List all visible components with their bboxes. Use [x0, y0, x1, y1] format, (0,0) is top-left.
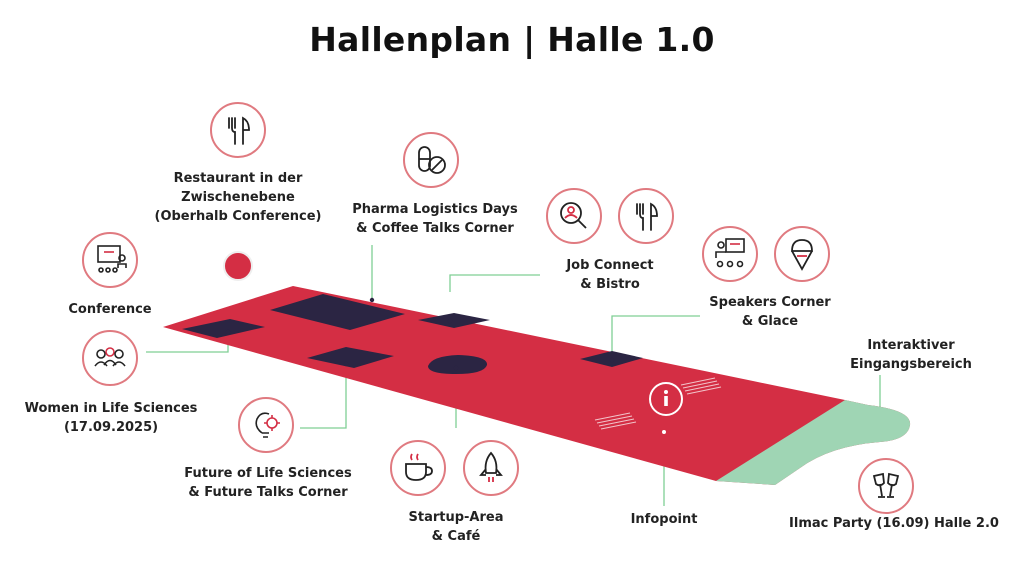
women-group-icon: [82, 330, 138, 386]
conference-icon: [82, 232, 138, 288]
presenter-icon: [702, 226, 758, 282]
ice-cream-icon: [774, 226, 830, 282]
conference-label: Conference: [68, 302, 152, 317]
page-title: Hallenplan | Halle 1.0: [309, 20, 715, 59]
startup-label: Startup-Area & Café: [408, 510, 504, 544]
infopoint-label: Infopoint: [630, 512, 698, 527]
future-booth[interactable]: [307, 347, 394, 368]
future-label: Future of Life Sciences & Future Talks C…: [184, 466, 352, 500]
rocket-icon: [463, 440, 519, 496]
startup-booth[interactable]: [428, 355, 488, 374]
job-search-icon: [546, 188, 602, 244]
cheers-glasses-icon: [858, 458, 914, 514]
restaurant-marker[interactable]: [223, 251, 253, 281]
fork-knife-icon: [210, 102, 266, 158]
job-connect-booth[interactable]: [418, 313, 490, 328]
floor-mats: [594, 377, 722, 430]
lightbulb-gear-icon: [238, 397, 294, 453]
pharma-booth[interactable]: [270, 294, 405, 330]
conference-booth[interactable]: [182, 319, 265, 338]
coffee-cup-icon: [390, 440, 446, 496]
pharma-label: Pharma Logistics Days & Coffee Talks Cor…: [352, 202, 518, 236]
job-connect-label: Job Connect & Bistro: [566, 258, 654, 292]
entrance-label: Interaktiver Eingangsbereich: [850, 338, 972, 372]
speakers-label: Speakers Corner & Glace: [709, 295, 831, 329]
entrance-area[interactable]: [716, 400, 911, 485]
info-icon[interactable]: [649, 382, 683, 416]
party-label: Ilmac Party (16.09) Halle 2.0: [789, 516, 999, 531]
marker-dots: [225, 297, 615, 371]
pill-icon: [403, 132, 459, 188]
restaurant-label: Restaurant in der Zwischenebene (Oberhal…: [154, 171, 322, 224]
women-label: Women in Life Sciences (17.09.2025): [24, 401, 198, 435]
fork-knife-icon: [618, 188, 674, 244]
hall-floor: [163, 286, 911, 485]
